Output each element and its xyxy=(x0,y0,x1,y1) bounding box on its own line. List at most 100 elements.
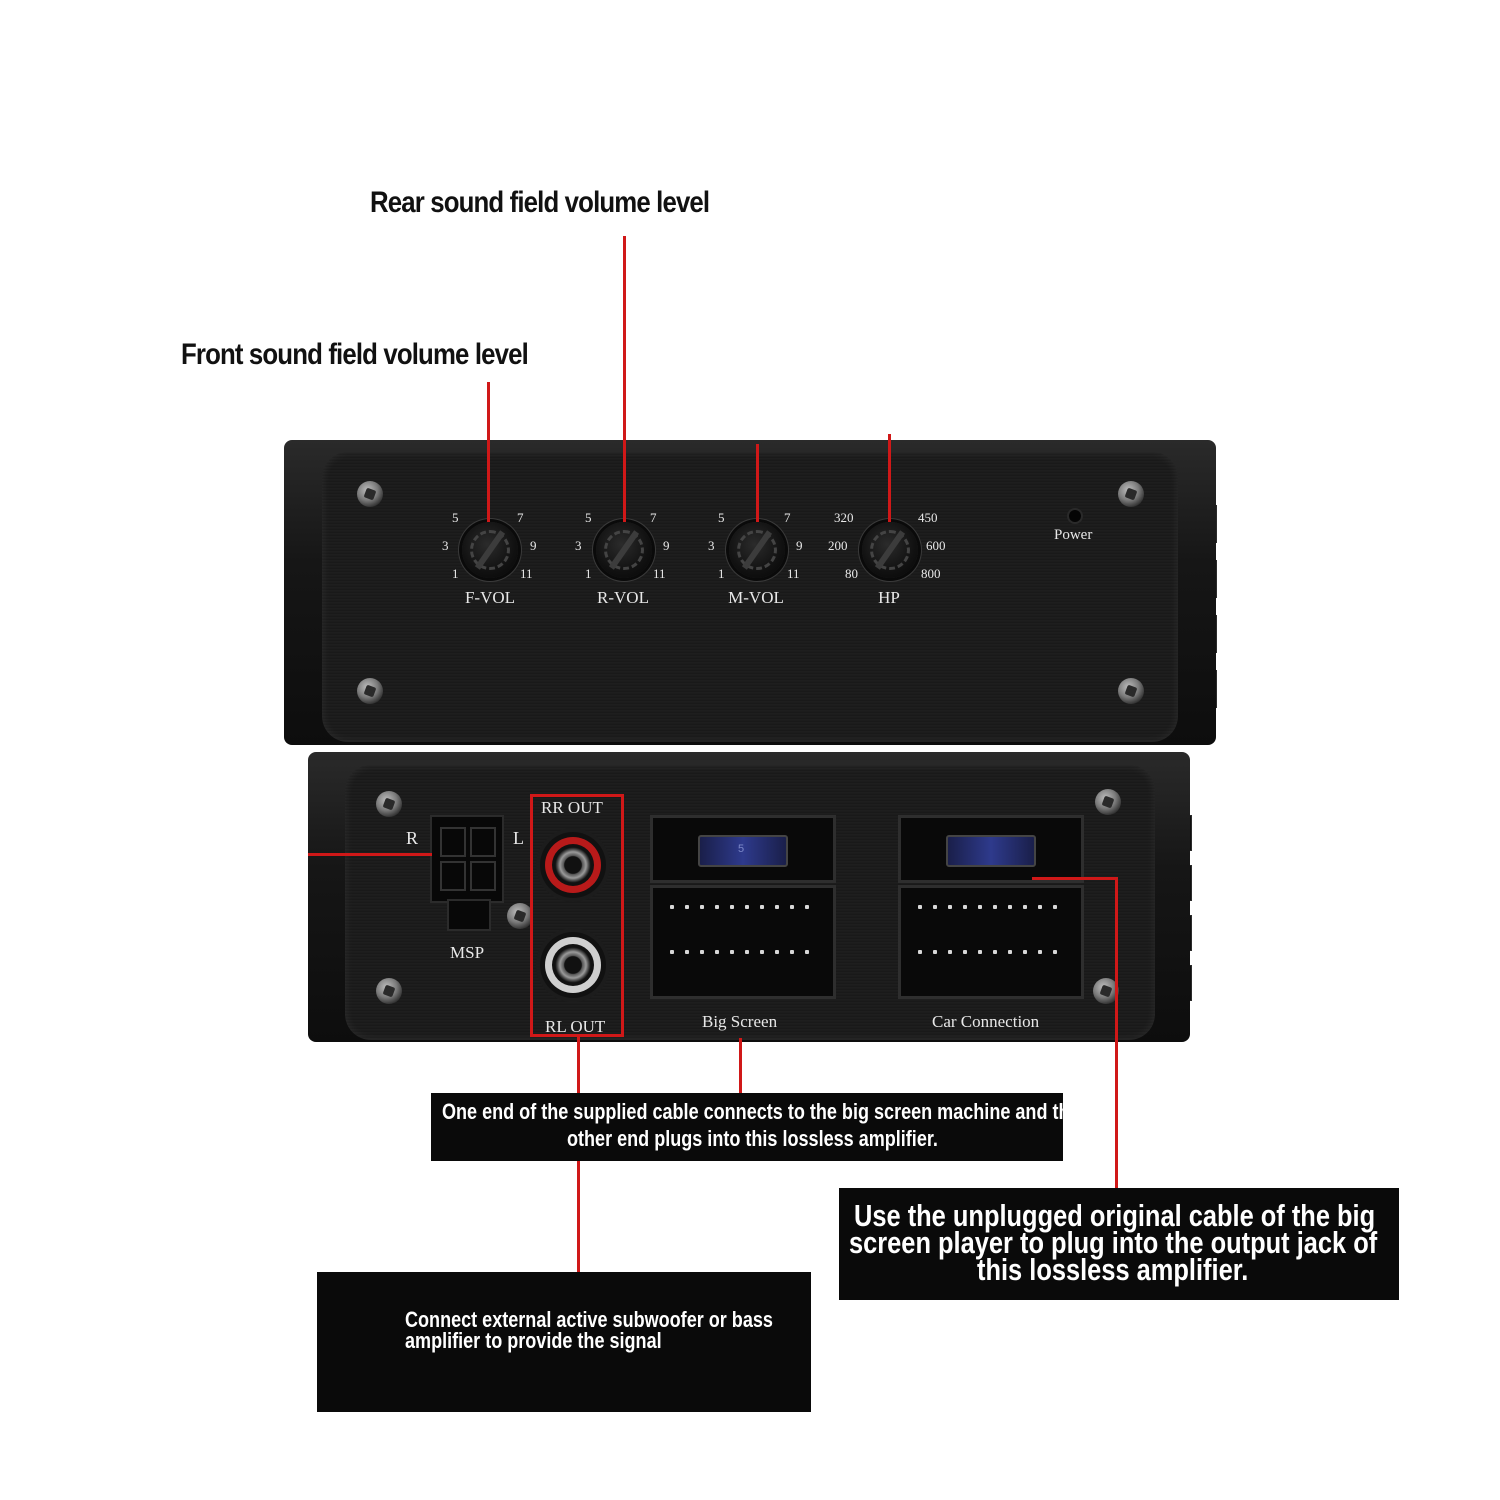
leader-line-car-v xyxy=(1115,877,1118,1188)
connector-pin xyxy=(1053,905,1057,909)
dial-mark: 3 xyxy=(575,538,582,553)
rr-out-label: RR OUT xyxy=(541,798,603,817)
leader-line-msp xyxy=(308,853,432,856)
connector-pin xyxy=(933,950,937,954)
dial-mark: 450 xyxy=(918,510,938,525)
connector-pin xyxy=(963,950,967,954)
connector-pin xyxy=(1038,950,1042,954)
dial-mark: 11 xyxy=(653,566,666,581)
subwoofer-note: Connect external active subwoofer or bas… xyxy=(317,1272,811,1412)
dial-mark: 3 xyxy=(442,538,449,553)
connector-pin xyxy=(715,950,719,954)
connector-pin xyxy=(775,950,779,954)
connector-pin xyxy=(715,905,719,909)
connector-pin xyxy=(670,950,674,954)
car-connection-harness-port xyxy=(898,885,1084,999)
connector-pin xyxy=(790,905,794,909)
dial-mark: 200 xyxy=(828,538,848,553)
dial-mark: 800 xyxy=(921,566,941,581)
screw-icon xyxy=(357,481,383,507)
connector-pin xyxy=(918,950,922,954)
connector-pin xyxy=(993,950,997,954)
dial-mark: 3 xyxy=(708,538,715,553)
m-vol-knob[interactable] xyxy=(729,522,785,578)
connector-pin xyxy=(1023,905,1027,909)
connector-pin xyxy=(700,905,704,909)
connector-pin xyxy=(1023,950,1027,954)
connector-pin xyxy=(933,905,937,909)
original-cable-note: Use the unplugged original cable of the … xyxy=(839,1188,1399,1300)
dial-mark: 11 xyxy=(787,566,800,581)
f-vol-knob[interactable] xyxy=(462,522,518,578)
front-sound-field-callout: Front sound field volume level xyxy=(181,338,529,371)
dial-mark: 11 xyxy=(520,566,533,581)
rl-out-label: RL OUT xyxy=(545,1017,606,1036)
connector-pin xyxy=(700,950,704,954)
connector-pin xyxy=(1038,905,1042,909)
r-vol-label: R-VOL xyxy=(597,588,649,607)
power-led xyxy=(1069,510,1081,522)
front-panel-face xyxy=(322,452,1178,742)
fuse-rating: 5 xyxy=(738,843,745,855)
connector-pin xyxy=(978,905,982,909)
connector-pin xyxy=(805,905,809,909)
r-vol-knob[interactable] xyxy=(596,522,652,578)
dial-mark: 9 xyxy=(663,538,670,553)
screw-icon xyxy=(376,978,402,1004)
leader-line-rca-lower xyxy=(577,1160,580,1272)
connector-pin xyxy=(730,950,734,954)
screw-icon xyxy=(1118,481,1144,507)
leader-line-rca xyxy=(577,1037,580,1093)
dial-mark: 5 xyxy=(718,510,725,525)
original-cable-note-line1: Use the unplugged original cable of the … xyxy=(854,1198,1376,1233)
msp-r-label: R xyxy=(406,828,419,848)
connector-pin xyxy=(1053,950,1057,954)
car-connection-fuse xyxy=(946,835,1036,867)
connector-pin xyxy=(745,950,749,954)
subwoofer-note-line2: amplifier to provide the signal xyxy=(405,1328,662,1353)
connector-pin xyxy=(760,905,764,909)
dial-mark: 7 xyxy=(517,510,524,525)
big-screen-harness-port xyxy=(650,885,836,999)
connector-pin xyxy=(745,905,749,909)
rl-out-jack[interactable] xyxy=(540,932,606,998)
connector-pin xyxy=(760,950,764,954)
connector-pin xyxy=(730,905,734,909)
msp-label: MSP xyxy=(450,943,485,962)
rca-output-box xyxy=(530,794,624,1037)
hp-label: HP xyxy=(878,588,900,607)
rr-out-jack[interactable] xyxy=(540,832,606,898)
car-connection-label: Car Connection xyxy=(932,1012,1040,1031)
dial-mark: 320 xyxy=(834,510,854,525)
connector-pin xyxy=(685,905,689,909)
rear-sound-field-callout: Rear sound field volume level xyxy=(370,186,710,219)
original-cable-note-line2: screen player to plug into the output ja… xyxy=(849,1225,1378,1260)
leader-line-hp xyxy=(888,434,891,522)
m-vol-label: M-VOL xyxy=(728,588,784,607)
dial-mark: 7 xyxy=(650,510,657,525)
connector-pin xyxy=(993,905,997,909)
dial-mark: 1 xyxy=(452,566,459,581)
big-screen-fuse: 5 xyxy=(698,835,788,867)
msp-port[interactable] xyxy=(430,815,504,903)
connector-pin xyxy=(963,905,967,909)
connector-pin xyxy=(1008,950,1012,954)
connector-pin xyxy=(670,905,674,909)
connector-pin xyxy=(775,905,779,909)
screw-icon xyxy=(1093,978,1119,1004)
leader-line-rear xyxy=(623,236,626,522)
big-screen-label: Big Screen xyxy=(702,1012,778,1031)
connector-pin xyxy=(685,950,689,954)
dial-mark: 7 xyxy=(784,510,791,525)
big-screen-note: One end of the supplied cable connects t… xyxy=(431,1093,1080,1161)
connector-pin xyxy=(978,950,982,954)
screw-icon xyxy=(357,678,383,704)
dial-mark: 9 xyxy=(796,538,803,553)
dial-mark: 9 xyxy=(530,538,537,553)
leader-line-mvol xyxy=(756,444,759,522)
screw-icon xyxy=(1095,789,1121,815)
msp-latch xyxy=(447,899,491,931)
screw-icon xyxy=(1118,678,1144,704)
hp-knob[interactable] xyxy=(862,522,918,578)
leader-line-front xyxy=(487,382,490,522)
